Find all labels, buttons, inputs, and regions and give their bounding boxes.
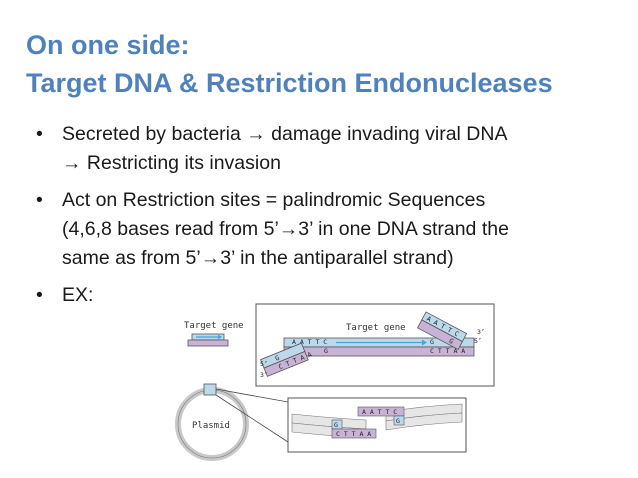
large-target-gene-label: Target gene	[346, 323, 406, 333]
bullet-line: → Restricting its invasion	[62, 152, 281, 174]
seq-top-plasmid: A A T T C	[362, 408, 397, 416]
slide-title: On one side: Target DNA & Restriction En…	[26, 26, 553, 102]
target-gene-zoom-box: Target gene A A T T C G G C T T A A G C …	[255, 303, 495, 387]
small-target-gene-label: Target gene	[184, 321, 244, 331]
bullet-line: (4,6,8 bases read from 5’→3’ in one DNA …	[62, 218, 509, 240]
seq-g-frag-right: G	[448, 337, 455, 346]
seq-g-right: G	[430, 338, 434, 346]
bullet-item: EX:	[36, 281, 626, 310]
plasmid-icon: Plasmid	[175, 383, 249, 461]
seq-top-left: A A T T C	[292, 338, 327, 346]
bullet-item: Secreted by bacteria → damage invading v…	[36, 120, 626, 178]
seq-bottom-plasmid: C T T A A	[336, 430, 371, 438]
bullet-line: Secreted by bacteria → damage invading v…	[62, 123, 508, 145]
seq-g-left: G	[324, 347, 328, 355]
bullet-line: Act on Restriction sites = palindromic S…	[62, 189, 486, 211]
restriction-diagram: Target gene Target gene A A T T C G G C …	[175, 303, 495, 461]
plasmid-zoom-box: G C T T A A A A T T C G	[287, 397, 467, 453]
seq-g-plasmid-right: G	[396, 417, 400, 425]
bullet-item: Act on Restriction sites = palindromic S…	[36, 186, 626, 273]
seq-bottom-right: C T T A A	[430, 347, 465, 355]
plasmid-label: Plasmid	[192, 421, 230, 431]
three-prime-right: 3’	[477, 328, 485, 336]
seq-g-plasmid-left: G	[334, 421, 338, 429]
title-line-1: On one side:	[26, 30, 190, 60]
bullet-line: same as from 5’→3’ in the antiparallel s…	[62, 247, 454, 269]
five-prime-left: 5’	[260, 360, 268, 368]
bullet-list: Secreted by bacteria → damage invading v…	[36, 120, 626, 318]
seq-g-frag-left: G	[274, 354, 281, 363]
five-prime-right: 5’	[474, 337, 482, 345]
bullet-line: EX:	[62, 284, 94, 306]
title-line-2: Target DNA & Restriction Endonucleases	[26, 68, 553, 98]
small-target-gene-icon	[187, 333, 229, 347]
three-prime-left: 3’	[260, 371, 268, 379]
